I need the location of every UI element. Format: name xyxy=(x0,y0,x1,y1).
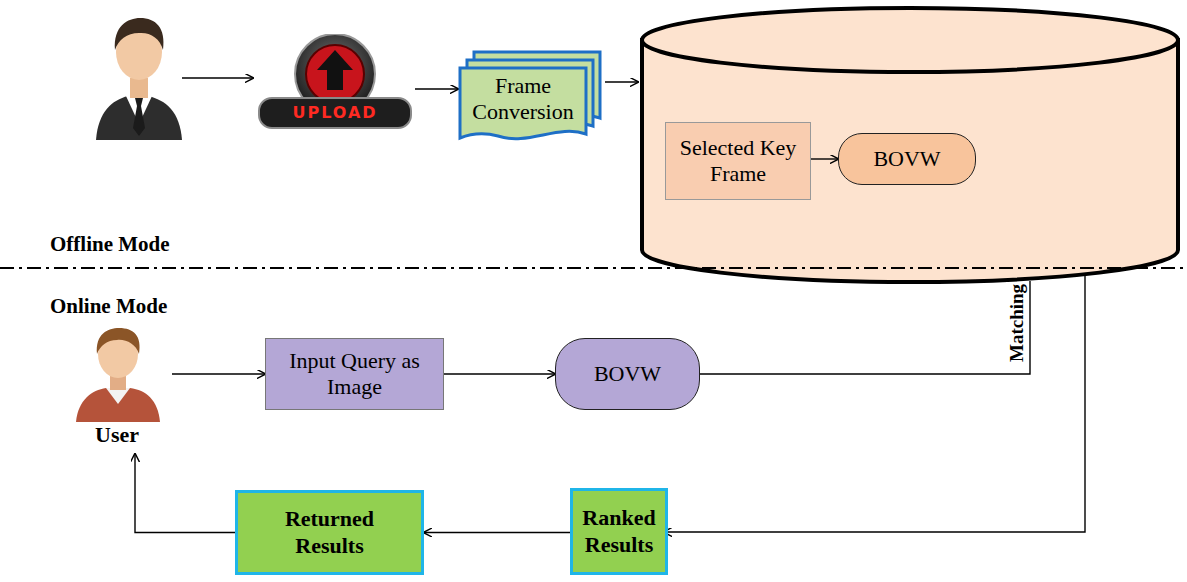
person-icon xyxy=(96,18,182,140)
box-label: Ranked Results xyxy=(579,505,659,558)
flow-arrow xyxy=(444,373,555,374)
flow-arrow xyxy=(135,454,235,533)
database-cylinder xyxy=(642,8,1178,282)
flow-arrow xyxy=(811,158,838,159)
frame-stack: Frame Conversion xyxy=(458,48,603,145)
mode-separator xyxy=(0,267,1187,269)
process-box: BOVW xyxy=(555,338,700,410)
frame-label: Frame Conversion xyxy=(462,73,584,126)
result-line xyxy=(664,276,1085,532)
box-label: Returned Results xyxy=(268,506,391,559)
process-box: Input Query as Image xyxy=(265,338,444,410)
box-label: Selected Key Frame xyxy=(676,135,800,188)
edge-label: Matching xyxy=(1006,282,1028,364)
mode-label: Offline Mode xyxy=(50,232,170,257)
box-label: Input Query as Image xyxy=(278,348,431,401)
user-icon: User xyxy=(62,322,172,452)
upload-icon: UPLOAD xyxy=(255,34,415,130)
upload-label: UPLOAD xyxy=(259,98,411,128)
matching-line xyxy=(700,281,1030,374)
process-box: BOVW xyxy=(838,133,976,185)
process-box: Returned Results xyxy=(235,490,424,575)
flow-arrow xyxy=(415,88,458,89)
process-box: Selected Key Frame xyxy=(665,122,811,200)
flow-arrow xyxy=(172,373,265,374)
arrow xyxy=(605,81,638,82)
box-label: BOVW xyxy=(873,146,940,172)
box-label: BOVW xyxy=(594,361,661,387)
user-label: User xyxy=(62,422,172,448)
mode-label: Online Mode xyxy=(50,294,167,319)
arrow xyxy=(182,77,253,78)
flow-arrow xyxy=(424,532,570,533)
process-box: Ranked Results xyxy=(570,488,668,575)
